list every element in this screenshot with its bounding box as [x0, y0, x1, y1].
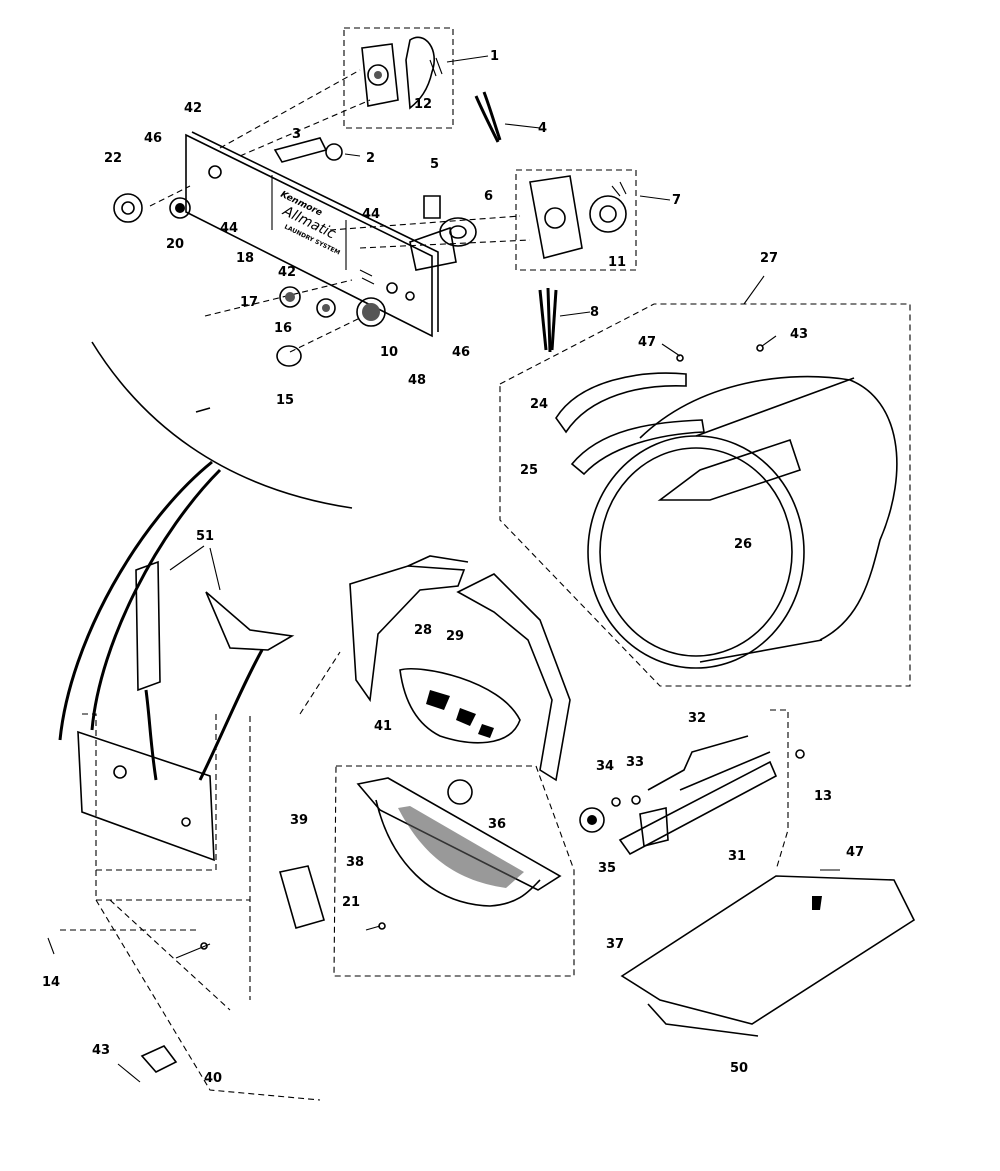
part-number-label-6: 6 — [484, 189, 493, 204]
screws-47-43 — [661, 335, 777, 362]
front-panel-outline — [60, 713, 321, 1101]
part-number-label-44: 44 — [362, 207, 380, 222]
bulkhead-29 — [456, 573, 571, 782]
knob-17 — [279, 286, 301, 308]
screws-33-34 — [611, 749, 805, 807]
part-number-label-43: 43 — [790, 327, 808, 342]
part-number-label-37: 37 — [606, 937, 624, 952]
part-number-label-3: 3 — [292, 127, 301, 142]
part-number-label-27: 27 — [760, 251, 778, 266]
part-number-label-32: 32 — [688, 711, 706, 726]
wire-harness-4 — [474, 91, 541, 143]
knob-22 — [113, 193, 143, 223]
part-number-label-10: 10 — [380, 345, 398, 360]
part-number-label-39: 39 — [290, 813, 308, 828]
part-number-label-13: 13 — [814, 789, 832, 804]
part-number-label-24: 24 — [530, 397, 548, 412]
dial-10 — [356, 297, 386, 327]
part-number-label-31: 31 — [728, 849, 746, 864]
part-number-label-11: 11 — [608, 255, 626, 270]
part-number-label-50: 50 — [730, 1061, 748, 1076]
part-39 — [278, 865, 325, 929]
knob-15 — [276, 345, 302, 367]
knob-20 — [169, 197, 191, 219]
pulley-35 — [579, 807, 605, 833]
part-5-6 — [409, 195, 477, 271]
part-number-label-44: 44 — [220, 221, 238, 236]
bracket-51 — [135, 545, 295, 781]
bulkhead-28 — [349, 555, 469, 703]
lint-filter-37 — [333, 765, 575, 977]
strap-25 — [570, 419, 705, 476]
part-number-label-20: 20 — [166, 237, 184, 252]
part-number-label-43: 43 — [92, 1043, 110, 1058]
part-number-label-4: 4 — [538, 121, 547, 136]
part-number-label-42: 42 — [278, 265, 296, 280]
base-plate-50 — [620, 869, 916, 1037]
part-number-label-38: 38 — [346, 855, 364, 870]
part-number-label-1: 1 — [490, 49, 499, 64]
strap-24 — [555, 372, 687, 434]
part-number-label-8: 8 — [590, 305, 599, 320]
part-number-label-35: 35 — [598, 861, 616, 876]
part-number-label-28: 28 — [414, 623, 432, 638]
screws-21-38 — [365, 922, 386, 931]
part-number-label-47: 47 — [846, 845, 864, 860]
part-number-label-40: 40 — [204, 1071, 222, 1086]
part-number-label-33: 33 — [626, 755, 644, 770]
part-number-label-22: 22 — [104, 151, 122, 166]
part-number-label-15: 15 — [276, 393, 294, 408]
screw-14 — [47, 937, 55, 955]
part-number-label-48: 48 — [408, 373, 426, 388]
part-number-label-42: 42 — [184, 101, 202, 116]
drum-assembly-27 — [499, 275, 911, 687]
part-number-label-25: 25 — [520, 463, 538, 478]
frame-outline — [770, 709, 789, 871]
screw-cluster — [175, 942, 211, 959]
control-panel-18: Kenmore Allmatic LAUNDRY SYSTEM — [185, 131, 439, 338]
part-number-label-36: 36 — [488, 817, 506, 832]
wire-harness-8 — [538, 287, 591, 353]
switch-2-and-3 — [273, 137, 361, 163]
part-number-label-46: 46 — [144, 131, 162, 146]
part-number-label-34: 34 — [596, 759, 614, 774]
switch-assembly-1 — [343, 27, 489, 129]
part-number-label-47: 47 — [638, 335, 656, 350]
lint-housing-41 — [399, 668, 521, 744]
panel-leader-lines — [149, 69, 531, 353]
bulkhead-leader — [299, 651, 341, 715]
part-number-label-2: 2 — [366, 151, 375, 166]
part-number-label-16: 16 — [274, 321, 292, 336]
part-number-label-17: 17 — [240, 295, 258, 310]
timer-assembly-7 — [515, 169, 671, 271]
part-number-label-5: 5 — [430, 157, 439, 172]
part-number-label-21: 21 — [342, 895, 360, 910]
part-number-label-7: 7 — [672, 193, 681, 208]
switch-bracket-31 — [618, 751, 778, 856]
part-number-label-51: 51 — [196, 529, 214, 544]
part-number-label-14: 14 — [42, 975, 60, 990]
part-number-label-41: 41 — [374, 719, 392, 734]
part-number-label-46: 46 — [452, 345, 470, 360]
part-number-label-26: 26 — [734, 537, 752, 552]
knob-16 — [316, 298, 336, 318]
latch-40 — [117, 1045, 178, 1083]
part-number-label-12: 12 — [414, 97, 432, 112]
rod-32 — [647, 735, 749, 791]
part-number-label-18: 18 — [236, 251, 254, 266]
part-number-label-29: 29 — [446, 629, 464, 644]
